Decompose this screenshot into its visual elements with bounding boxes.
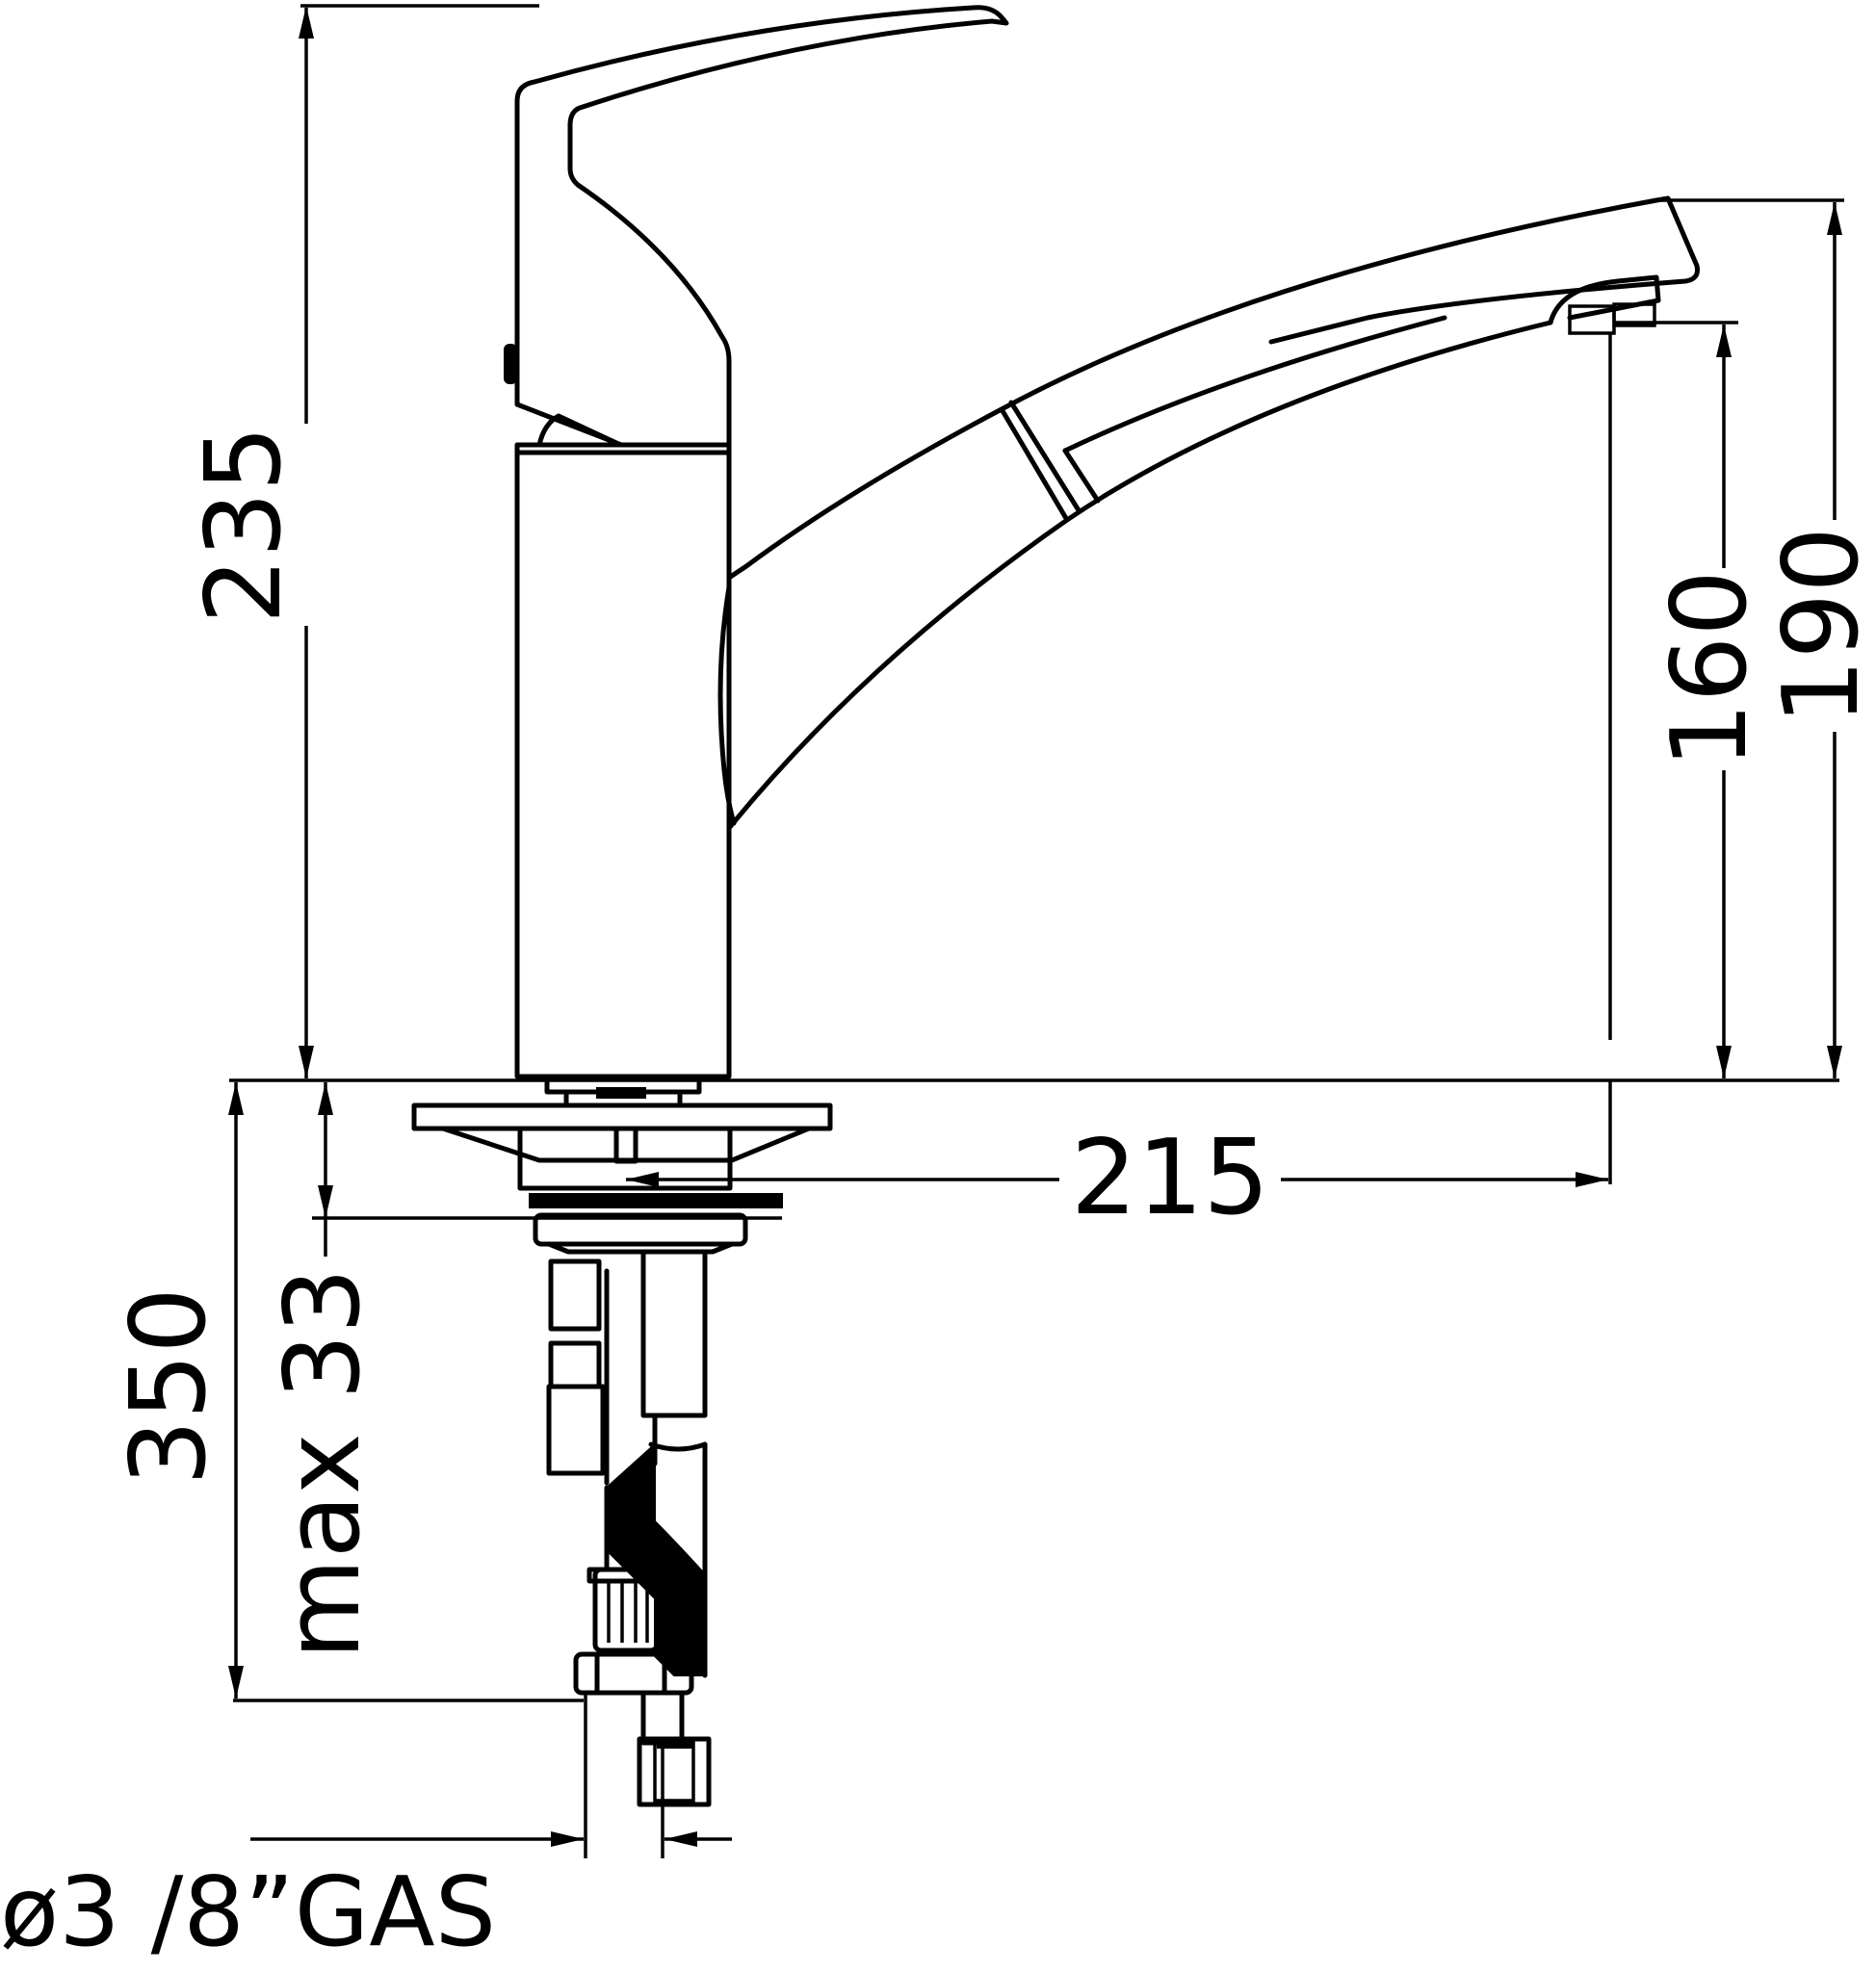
dim-190-label: 190 xyxy=(1761,527,1876,725)
dim-215-label: 215 xyxy=(1071,1118,1269,1238)
connection-thread-label: ø3 /8”GAS xyxy=(0,1855,496,1968)
mounting-hardware xyxy=(411,1074,833,1418)
dim-max33-label: max 33 xyxy=(263,1267,383,1659)
dimension-lines xyxy=(228,4,1844,1858)
dim-160-label: 160 xyxy=(1650,570,1770,768)
supply-hoses xyxy=(546,1258,712,1807)
dim-350-label: 350 xyxy=(109,1287,229,1486)
dim-235-label: 235 xyxy=(184,426,304,624)
faucet-body xyxy=(504,344,732,1079)
lever-handle xyxy=(514,5,1009,448)
spout xyxy=(717,195,1700,831)
